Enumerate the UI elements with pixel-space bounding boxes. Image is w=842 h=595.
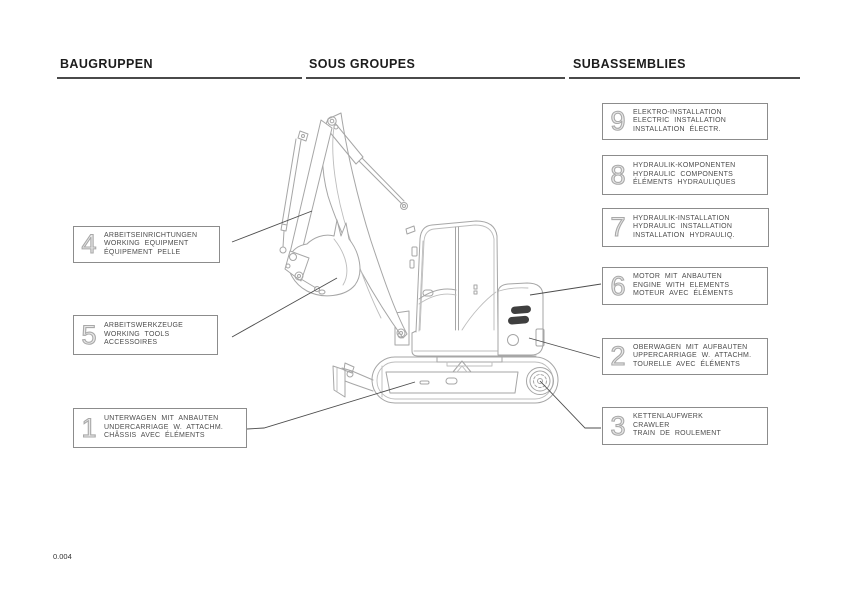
label-number-5: 5 bbox=[81, 319, 97, 350]
label-box-6: 6 MOTOR MIT ANBAUTEN ENGINE WITH ELEMENT… bbox=[602, 267, 768, 305]
label-line: CRAWLER bbox=[633, 421, 670, 429]
header-subassemblies: SUBASSEMBLIES bbox=[573, 57, 686, 71]
crawler-tracks bbox=[371, 356, 559, 404]
label-box-5: 5 ARBEITSWERKZEUGE WORKING TOOLS ACCESSO… bbox=[73, 315, 218, 355]
label-box-1: 1 UNTERWAGEN MIT ANBAUTEN UNDERCARRIAGE … bbox=[73, 408, 247, 448]
label-number-9: 9 bbox=[610, 106, 626, 136]
label-number-8: 8 bbox=[610, 159, 626, 190]
label-line: UPPERCARRIAGE W. ATTACHM. bbox=[633, 352, 752, 360]
label-number-4: 4 bbox=[81, 229, 97, 259]
leader-lines bbox=[231, 210, 602, 430]
label-number-1: 1 bbox=[81, 412, 97, 443]
label-line: UNDERCARRIAGE W. ATTACHM. bbox=[104, 423, 224, 431]
label-line: WORKING EQUIPMENT bbox=[104, 240, 189, 248]
header-rule-segment-1 bbox=[57, 77, 302, 79]
stick-cylinder bbox=[327, 122, 408, 210]
leader-1 bbox=[246, 381, 416, 430]
label-line: ÉQUIPEMENT PELLE bbox=[104, 248, 181, 256]
page-code: 0.004 bbox=[53, 552, 72, 561]
label-box-7: 7 HYDRAULIK-INSTALLATION HYDRAULIC INSTA… bbox=[602, 208, 769, 247]
engine-housing bbox=[497, 282, 545, 356]
label-line: HYDRAULIK-INSTALLATION bbox=[633, 214, 730, 222]
header-rule-segment-3 bbox=[569, 77, 800, 79]
label-line: ELECTRIC INSTALLATION bbox=[633, 117, 727, 125]
label-box-9: 9 ELEKTRO-INSTALLATION ELECTRIC INSTALLA… bbox=[602, 103, 768, 140]
bucket-linkage bbox=[284, 250, 320, 292]
leader-6 bbox=[529, 283, 602, 296]
label-number-3: 3 bbox=[610, 410, 626, 441]
label-line: ARBEITSWERKZEUGE bbox=[104, 322, 184, 330]
leader-2 bbox=[528, 337, 601, 359]
header-sous-groupes: SOUS GROUPES bbox=[309, 57, 416, 71]
label-line: KETTENLAUFWERK bbox=[633, 413, 704, 421]
label-line: OBERWAGEN MIT AUFBAUTEN bbox=[633, 343, 748, 351]
cab bbox=[405, 220, 499, 333]
label-line: CHÂSSIS AVEC ÉLÉMENTS bbox=[104, 432, 205, 440]
label-line: UNTERWAGEN MIT ANBAUTEN bbox=[104, 415, 219, 423]
label-line: ACCESSOIRES bbox=[104, 339, 158, 347]
label-box-2: 2 OBERWAGEN MIT AUFBAUTEN UPPERCARRIAGE … bbox=[602, 338, 768, 375]
label-line: INSTALLATION ÉLECTR. bbox=[633, 125, 721, 133]
header-rule-segment-2 bbox=[306, 77, 565, 79]
label-line: HYDRAULIC COMPONENTS bbox=[633, 170, 734, 178]
label-box-3: 3 KETTENLAUFWERK CRAWLER TRAIN DE ROULEM… bbox=[602, 407, 768, 445]
label-line: ENGINE WITH ELEMENTS bbox=[633, 281, 730, 289]
label-number-7: 7 bbox=[610, 212, 626, 242]
label-line: HYDRAULIK-KOMPONENTEN bbox=[633, 162, 736, 170]
leader-3 bbox=[539, 380, 601, 429]
label-line: ELEKTRO-INSTALLATION bbox=[633, 108, 722, 116]
label-number-2: 2 bbox=[610, 341, 626, 371]
boom bbox=[321, 112, 408, 339]
label-line: MOTOR MIT ANBAUTEN bbox=[633, 273, 722, 281]
label-line: ARBEITSEINRICHTUNGEN bbox=[104, 231, 198, 239]
label-number-6: 6 bbox=[610, 270, 626, 301]
label-line: MOTEUR AVEC ÉLÉMENTS bbox=[633, 290, 734, 298]
label-box-4: 4 ARBEITSEINRICHTUNGEN WORKING EQUIPMENT… bbox=[73, 226, 220, 263]
label-line: HYDRAULIC INSTALLATION bbox=[633, 223, 733, 231]
label-line: ÉLÉMENTS HYDRAULIQUES bbox=[633, 179, 736, 187]
label-line: TRAIN DE ROULEMENT bbox=[633, 430, 722, 438]
header-baugruppen: BAUGRUPPEN bbox=[60, 57, 153, 71]
label-line: INSTALLATION HYDRAULIQ. bbox=[633, 231, 735, 239]
label-line: WORKING TOOLS bbox=[104, 330, 170, 338]
leader-4 bbox=[231, 210, 313, 243]
leader-5 bbox=[231, 277, 338, 338]
dozer-blade bbox=[332, 362, 374, 398]
label-box-8: 8 HYDRAULIK-KOMPONENTEN HYDRAULIC COMPON… bbox=[602, 155, 768, 195]
bucket-cylinder bbox=[279, 138, 302, 254]
label-line: TOURELLE AVEC ÉLÉMENTS bbox=[633, 360, 741, 368]
